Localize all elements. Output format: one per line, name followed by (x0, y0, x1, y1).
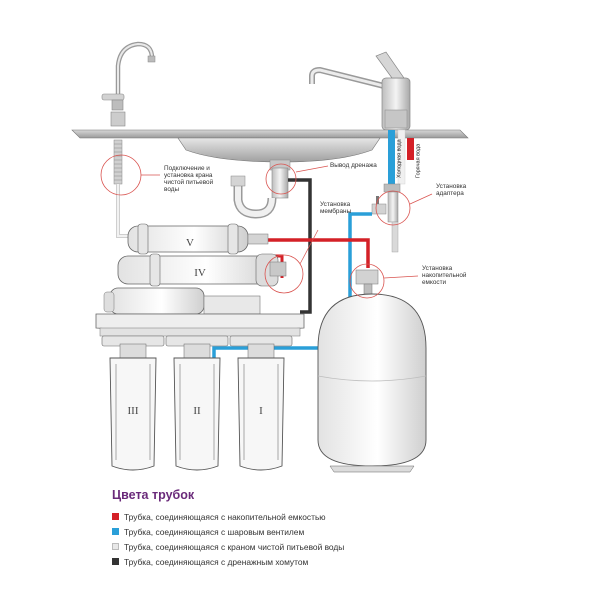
annotation-drain: Вывод дренажа (330, 162, 377, 169)
sink-siphon (230, 167, 289, 219)
svg-text:емкости: емкости (422, 279, 446, 286)
tube-white (116, 184, 128, 238)
svg-text:мембраны: мембраны (320, 207, 352, 215)
callout-faucet (100, 154, 160, 196)
filter-mounting-bracket (95, 313, 305, 337)
filter-housing-II (165, 335, 229, 471)
stage-label-IV: IV (194, 267, 206, 279)
legend-label-red: Трубка, соединяющаяся с накопительной ем… (124, 511, 326, 522)
drinking-water-faucet (101, 41, 156, 127)
legend-label-white: Трубка, соединяющаяся с краном чистой пи… (124, 541, 345, 552)
faucet-threaded-stem (113, 139, 123, 185)
legend-swatch-dark (112, 558, 119, 565)
legend-swatch-red (112, 513, 119, 520)
legend-label-blue: Трубка, соединяющаяся с шаровым вентилем (124, 526, 305, 537)
svg-text:воды: воды (164, 186, 179, 193)
stage-label-III: III (128, 405, 139, 417)
filter-housing-III (101, 335, 165, 471)
storage-tank (317, 269, 427, 473)
svg-text:Установка: Установка (422, 265, 453, 272)
post-filter-V (127, 223, 269, 255)
legend-item-dark: Трубка, соединяющаяся с дренажным хомуто… (112, 554, 512, 569)
legend-swatch-white (112, 543, 119, 550)
filter-housing-I (229, 335, 293, 471)
cold-water-label: Холодная вода (397, 138, 403, 178)
membrane-housing-IV (117, 253, 287, 287)
svg-text:Установка: Установка (436, 183, 467, 190)
svg-text:накопительной: накопительной (422, 271, 467, 279)
water-supply-lines: Холодная вода Горячая вода (371, 129, 422, 253)
annotation-faucet: Подключение и установка крана чистой пит… (164, 165, 214, 193)
svg-text:Вывод дренажа: Вывод дренажа (330, 162, 377, 169)
callout-tank (349, 263, 419, 299)
legend-item-red: Трубка, соединяющаяся с накопительной ем… (112, 509, 512, 524)
callout-drain (265, 163, 329, 195)
stage-label-V: V (186, 237, 194, 249)
legend-item-white: Трубка, соединяющаяся с краном чистой пи… (112, 539, 512, 554)
callout-membrane (264, 229, 319, 294)
callout-adapter (375, 190, 433, 226)
countertop (71, 129, 469, 139)
legend-title: Цвета трубок (112, 488, 195, 502)
hot-water-label: Горячая вода (416, 143, 422, 178)
svg-text:адаптера: адаптера (436, 190, 464, 197)
pump-module (103, 287, 261, 315)
annotation-adapter: Установка адаптера (436, 183, 467, 197)
stage-label-I: I (259, 405, 263, 417)
svg-text:Установка: Установка (320, 201, 351, 208)
kitchen-mixer-tap (309, 51, 411, 131)
tube-dark-drain (288, 178, 312, 314)
tube-color-legend: Цвета трубок Трубка, соединяющаяся с нак… (112, 488, 512, 569)
svg-text:чистой питьевой: чистой питьевой (164, 178, 214, 186)
legend-label-dark: Трубка, соединяющаяся с дренажным хомуто… (124, 556, 309, 567)
annotation-tank: Установка накопительной емкости (422, 265, 467, 286)
svg-text:Подключение и: Подключение и (164, 165, 210, 172)
annotation-membrane: Установка мембраны (320, 201, 352, 215)
stage-label-II: II (193, 405, 201, 417)
legend-item-blue: Трубка, соединяющаяся с шаровым вентилем (112, 524, 512, 539)
sink-bowl (177, 137, 381, 171)
legend-swatch-blue (112, 528, 119, 535)
svg-text:установка крана: установка крана (164, 172, 213, 179)
